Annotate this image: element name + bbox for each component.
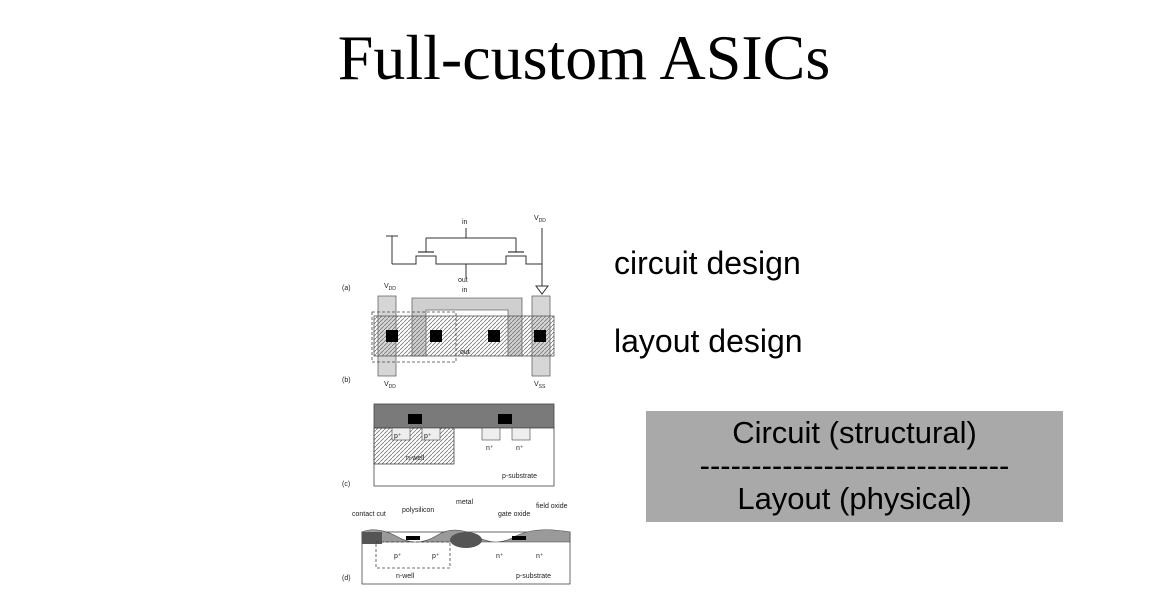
fig-panel-b: (b) bbox=[342, 377, 351, 384]
fig-label-contact-cut: contact cut bbox=[352, 511, 386, 518]
fig-label-psub-d: p-substrate bbox=[516, 573, 551, 580]
circuit-schematic: in VDD out (a) VDD in bbox=[342, 215, 549, 295]
fig-label-out: out bbox=[458, 277, 468, 284]
fig-label-metal: metal bbox=[456, 499, 474, 506]
box-line-circuit: Circuit (structural) bbox=[732, 415, 977, 450]
fig-label-vdd-a: VDD bbox=[384, 283, 396, 292]
fig-label-p1: p⁺ bbox=[394, 433, 402, 440]
fig-label-polysilicon: polysilicon bbox=[402, 507, 434, 514]
fig-label-n1: n⁺ bbox=[486, 445, 494, 452]
fig-panel-d: (d) bbox=[342, 575, 351, 582]
fig-label-p3: p⁺ bbox=[394, 553, 402, 560]
box-line-layout: Layout (physical) bbox=[737, 481, 972, 516]
fig-label-psub-c: p-substrate bbox=[502, 473, 537, 480]
circuit-design-label: circuit design bbox=[614, 245, 801, 281]
box-divider: ------------------------------ bbox=[699, 448, 1010, 483]
cross-section-view: p⁺ p⁺ n⁺ n⁺ n-well p-substrate (c) bbox=[342, 403, 555, 488]
fig-label-p2: p⁺ bbox=[424, 433, 432, 440]
fig-label-nwell-c: n-well bbox=[406, 455, 425, 462]
fig-panel-c: (c) bbox=[342, 481, 350, 488]
fig-panel-a: (a) bbox=[342, 285, 351, 292]
fig-label-gate-oxide: gate oxide bbox=[498, 511, 530, 518]
fig-label-out-b: out bbox=[460, 349, 470, 356]
fig-label-vss-b: VSS bbox=[534, 381, 546, 390]
layout-design-label: layout design bbox=[614, 323, 803, 359]
fig-label-in-b: in bbox=[462, 287, 468, 294]
fig-label-vdd-top: VDD bbox=[534, 215, 546, 224]
layout-view: out (b) VDD VSS bbox=[342, 295, 555, 390]
cmos-inverter-figure: in VDD out (a) VDD in out (b) VDD VSS bbox=[342, 215, 571, 585]
fig-label-vdd-b: VDD bbox=[384, 381, 396, 390]
slide-title: Full-custom ASICs bbox=[337, 22, 831, 93]
fig-label-p4: p⁺ bbox=[432, 553, 440, 560]
circuit-layout-box: Circuit (structural) -------------------… bbox=[646, 411, 1063, 522]
fig-label-n3: n⁺ bbox=[496, 553, 504, 560]
detailed-cross-section: contact cut polysilicon metal gate oxide… bbox=[342, 499, 571, 585]
fig-label-field-oxide: field oxide bbox=[536, 503, 568, 510]
fig-label-nwell-d: n-well bbox=[396, 573, 415, 580]
fig-label-n2: n⁺ bbox=[516, 445, 524, 452]
fig-label-n4: n⁺ bbox=[536, 553, 544, 560]
fig-label-in: in bbox=[462, 219, 468, 226]
